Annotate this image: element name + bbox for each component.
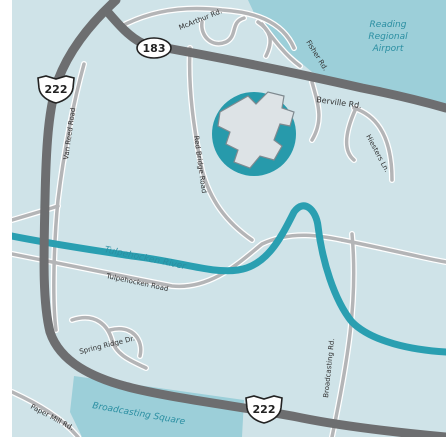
us-222-shield-south: 222 [245,395,283,424]
building-complex-icon [212,91,296,176]
broadcasting-road [330,232,356,437]
mcarthur-road [120,6,296,50]
building-footprint [217,91,295,169]
mcarthur-road-branch [200,16,246,46]
van-reed-road [52,62,86,332]
tulpehocken-river [12,202,446,356]
map: McArthur Rd. Fisher Rd. Berville Rd. Hie… [12,0,446,437]
hiesters-lane-loop [344,106,358,162]
east-connector [340,238,446,264]
berville-road-spur [310,80,321,142]
us-222-shield-north: 222 [37,75,75,104]
hiesters-lane [352,106,394,182]
airport-area [248,0,446,104]
state-route-oval-icon [136,37,172,59]
tulpehocken-road [12,233,344,289]
minor-roads [12,5,446,437]
airport-label-line-1: Reading [370,20,407,30]
map-canvas: McArthur Rd. Fisher Rd. Berville Rd. Hie… [12,0,446,437]
paper-mill-road [12,390,80,437]
pa-183-road [139,39,446,113]
us-222-north-label: 222 [45,83,68,96]
us-highway-shield-icon [37,75,75,104]
airport-label-line-2: Regional [368,32,408,42]
west-spur [12,204,60,222]
pa-183-shield-label: 183 [143,42,166,55]
north-loop [256,20,272,58]
red-bridge-road [187,46,254,242]
us-222-south-label: 222 [253,403,276,416]
airport-label-line-3: Airport [372,44,404,54]
spring-ridge-branch [108,326,143,358]
spring-ridge-drive [70,316,148,370]
us-highway-shield-icon [245,395,283,424]
pa-183-shield: 183 [136,37,172,59]
broadcasting-square-area [70,376,244,437]
